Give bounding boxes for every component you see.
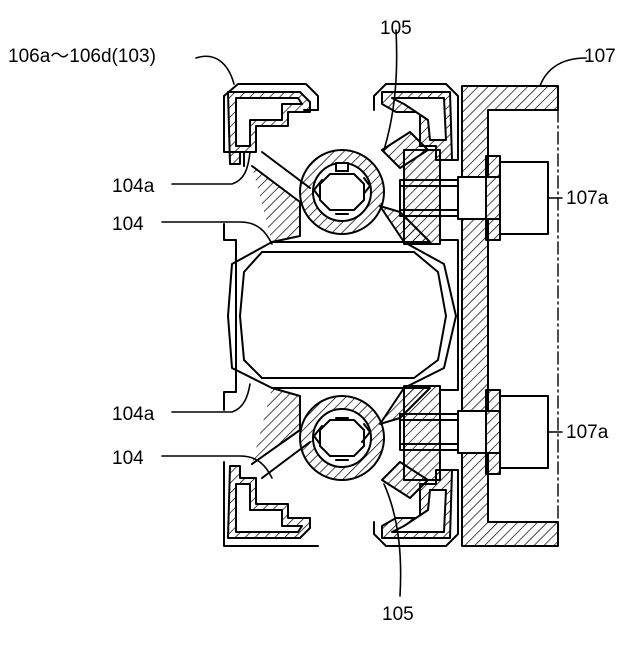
label-104a-upper: 104a (112, 176, 155, 197)
frame-member-107 (462, 86, 558, 546)
leader-105-top (384, 30, 397, 150)
leader-104-upper (162, 222, 272, 244)
corner-cover-106c (228, 466, 310, 538)
hub-105-lower (300, 396, 384, 480)
leader-106 (196, 56, 234, 84)
hub-105-upper (300, 150, 384, 234)
leader-104a-lower (172, 384, 250, 412)
leader-104-lower (162, 456, 272, 478)
label-107a-lower: 107a (566, 422, 609, 443)
label-104a-lower: 104a (112, 404, 155, 425)
corner-cover-106a (228, 92, 310, 164)
label-105-top: 105 (380, 18, 412, 39)
label-106: 106a～106d(103) (8, 46, 156, 67)
leader-107 (540, 58, 586, 86)
label-104-upper: 104 (112, 214, 144, 235)
label-104-lower: 104 (112, 448, 144, 469)
label-107: 107 (584, 46, 616, 67)
leader-105-bottom (384, 484, 401, 596)
label-105-bottom: 105 (382, 604, 414, 625)
label-107a-upper: 107a (566, 188, 609, 209)
